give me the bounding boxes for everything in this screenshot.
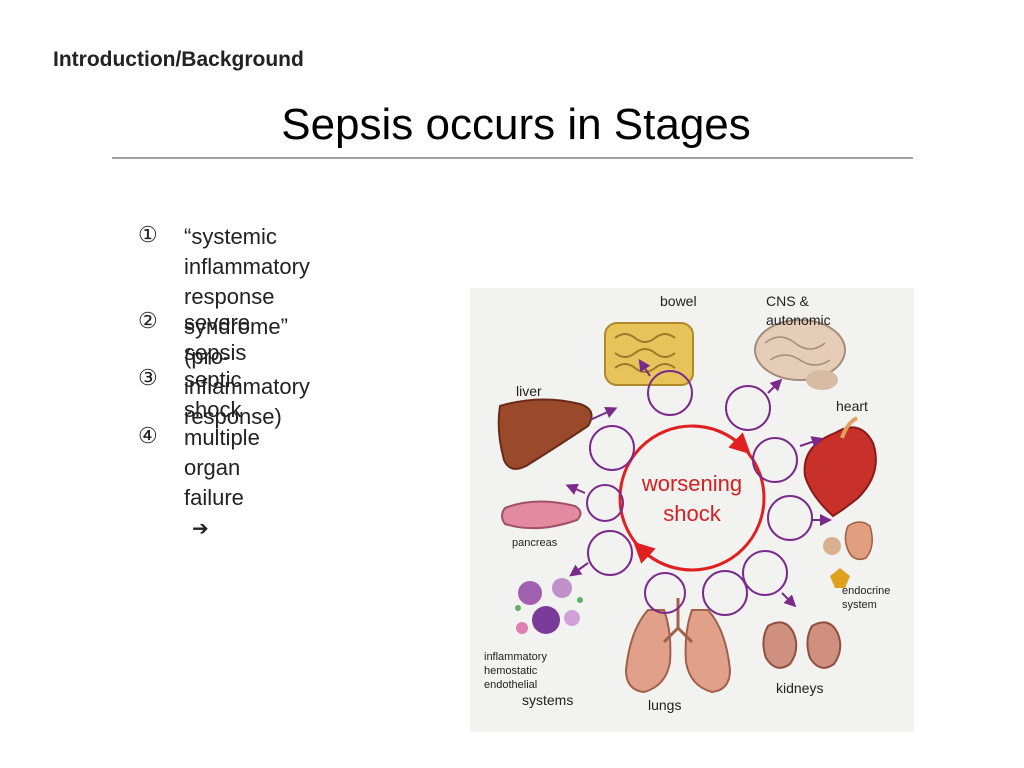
worsening-shock-ring [618, 424, 766, 572]
label-endocrine-line2: system [842, 599, 877, 611]
brain-icon [754, 319, 846, 390]
center-text-line1: worsening [641, 471, 742, 496]
organ-ring [702, 570, 748, 616]
organ-ring [644, 572, 686, 614]
organ-ring [767, 495, 813, 541]
organ-ring [587, 530, 633, 576]
stage-text-line2: response) [184, 404, 282, 429]
organ-ring [752, 437, 798, 483]
organ-ring [647, 370, 693, 416]
blood-cells-icon [515, 578, 583, 634]
liver-icon [497, 398, 593, 470]
organ-ring-group [586, 370, 813, 616]
stage-number: ③ [138, 365, 158, 390]
stage-text: severe sepsis [184, 310, 251, 365]
endocrine-icon [823, 521, 873, 588]
stage-text-line1: multiple organ failure [184, 425, 260, 510]
organ-ring [725, 385, 771, 431]
label-systems-line4: systems [522, 692, 573, 708]
label-heart: heart [836, 398, 868, 414]
bowel-icon [604, 322, 694, 386]
pancreas-icon [501, 500, 582, 530]
stage-text: septic shock [184, 367, 242, 422]
label-cns-line1: CNS & [766, 293, 809, 309]
sepsis-organ-diagram: worsening shock bowel CNS & autonomic li… [470, 288, 914, 732]
organ-ring [586, 484, 624, 522]
label-systems-line3: endothelial [484, 679, 537, 691]
stage-text: “systemic inflammatory response syndrome… [184, 222, 310, 432]
label-endocrine-line1: endocrine [842, 585, 890, 597]
label-kidneys: kidneys [776, 680, 823, 696]
center-text-line2: shock [663, 501, 721, 526]
label-systems-line2: hemostatic [484, 665, 538, 677]
slide-title: Sepsis occurs in Stages [281, 100, 751, 149]
label-lungs: lungs [648, 697, 681, 713]
stage-number: ④ [138, 423, 158, 448]
organ-ring [589, 425, 635, 471]
stage-text-line1: “systemic inflammatory response syndrome… [184, 224, 310, 399]
kidneys-icon [762, 621, 842, 669]
stage-number: ① [138, 222, 158, 247]
organ-ring [742, 550, 788, 596]
title-divider [112, 157, 913, 159]
stage-number: ② [138, 308, 158, 333]
heart-icon [803, 416, 877, 518]
lungs-icon [624, 598, 732, 694]
label-systems-line1: inflammatory [484, 651, 547, 663]
label-pancreas: pancreas [512, 537, 558, 549]
right-arrow-icon: ➔ [192, 518, 209, 540]
label-bowel: bowel [660, 293, 697, 309]
section-label: Introduction/Background [53, 48, 304, 71]
label-liver: liver [516, 383, 542, 399]
stage-text: multiple organ failure ➔ [184, 423, 260, 544]
diagram-canvas: worsening shock bowel CNS & autonomic li… [484, 293, 890, 713]
label-cns-line2: autonomic [766, 312, 831, 328]
